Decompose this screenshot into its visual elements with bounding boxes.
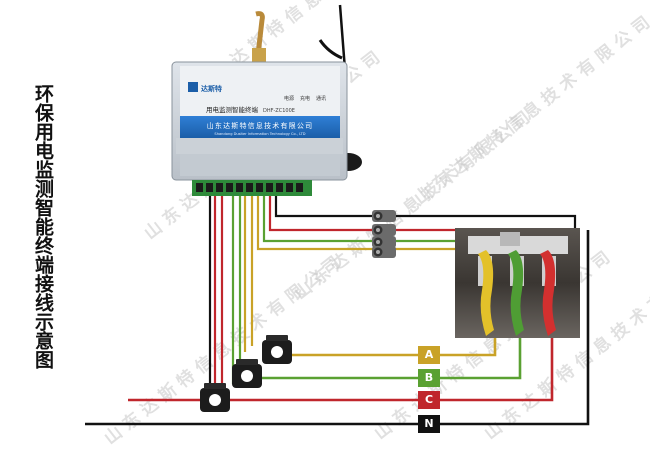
- diagram-title: 环保用电监测智能终端接线示意图: [32, 84, 54, 369]
- current-transformers: [200, 335, 292, 412]
- indicator-comm: 通讯: [316, 95, 326, 102]
- ct-b: [232, 359, 262, 388]
- device-model: DHF-ZC100E: [263, 108, 295, 114]
- device-name: 用电监测智能终端: [206, 105, 259, 114]
- indicator-charge: 充电: [300, 95, 310, 102]
- indicator-power: 电源: [284, 95, 294, 102]
- brand-name: 达斯特: [201, 84, 222, 93]
- brand-logo-icon: [188, 82, 198, 92]
- phase-label-n: N: [418, 415, 440, 433]
- ct-c: [200, 383, 230, 412]
- phase-label-c: C: [418, 391, 440, 409]
- phase-label-a: A: [418, 346, 440, 364]
- phase-label-b: B: [418, 369, 440, 387]
- company-name: 山东达斯特信息技术有限公司: [207, 121, 314, 130]
- voltage-clips: [372, 210, 396, 258]
- watermark-text: 山东达斯特信息技术有限公司: [410, 8, 650, 209]
- terminal-device: 达斯特 电源 充电 通讯 用电监测智能终端 DHF-ZC100E 山东达斯特信息…: [171, 4, 362, 196]
- breaker-photo: [455, 228, 580, 338]
- ct-a: [262, 335, 292, 364]
- company-name-en: Shandong Dusiter Information Technology …: [214, 132, 305, 136]
